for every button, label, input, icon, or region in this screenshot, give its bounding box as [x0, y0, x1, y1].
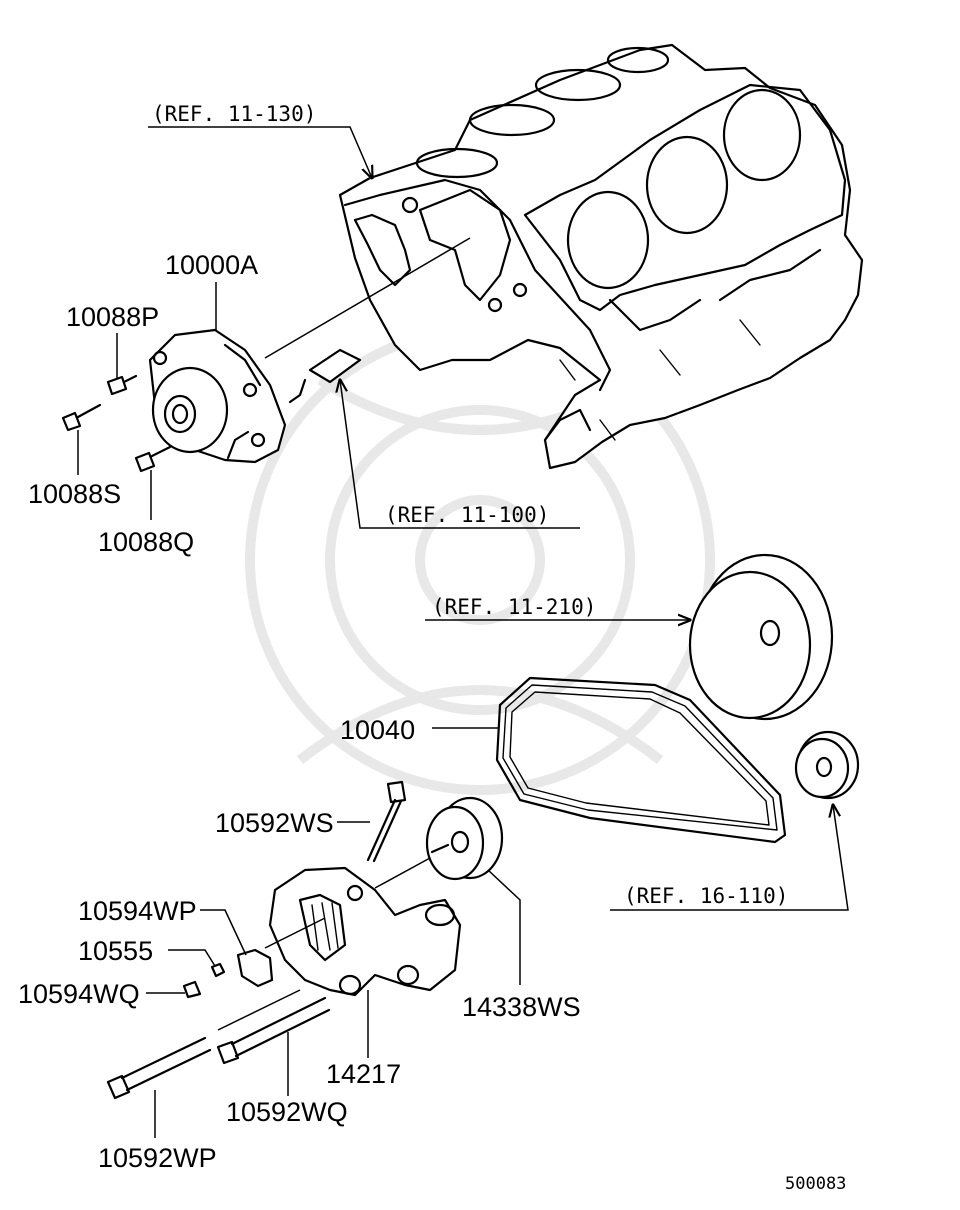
part-label-14217[interactable]: 14217	[326, 1059, 401, 1089]
catalog-code: 500083	[785, 1174, 846, 1194]
ref-11-100-label: (REF. 11-100)	[385, 503, 549, 527]
water-pump-drawing	[148, 328, 287, 464]
ref-11-210-label: (REF. 11-210)	[432, 595, 596, 619]
crankshaft-pulley-drawing	[688, 553, 834, 721]
engine-block-drawing	[338, 43, 864, 470]
bolt-10592ws-drawing	[366, 780, 407, 863]
part-label-10592wq[interactable]: 10592WQ	[226, 1097, 348, 1127]
part-label-10088p[interactable]: 10088P	[66, 302, 159, 332]
long-bolts-drawing	[106, 996, 331, 1100]
tensioner-pulley-drawing	[425, 796, 504, 881]
tensioner-bracket-drawing	[182, 866, 462, 999]
leader-lines	[77, 126, 849, 1138]
part-label-10594wp[interactable]: 10594WP	[78, 896, 197, 926]
part-label-10040[interactable]: 10040	[340, 715, 415, 745]
gasket-drawing	[288, 348, 362, 404]
ref-16-110-label: (REF. 16-110)	[624, 884, 788, 908]
part-label-10555[interactable]: 10555	[78, 936, 153, 966]
part-label-10592wp[interactable]: 10592WP	[98, 1143, 217, 1173]
assembly-lines	[217, 237, 471, 1031]
part-label-14338ws[interactable]: 14338WS	[462, 992, 581, 1022]
idler-pulley-drawing	[794, 730, 860, 800]
drive-belt-drawing	[495, 676, 787, 844]
part-label-10000a[interactable]: 10000A	[165, 250, 258, 280]
part-label-10088s[interactable]: 10088S	[28, 479, 121, 509]
part-label-10592ws[interactable]: 10592WS	[215, 808, 334, 838]
part-label-10594wq[interactable]: 10594WQ	[18, 979, 140, 1009]
pump-bolts-drawing	[61, 374, 172, 473]
part-label-10088q[interactable]: 10088Q	[98, 527, 194, 557]
ref-11-130-label: (REF. 11-130)	[152, 102, 316, 126]
